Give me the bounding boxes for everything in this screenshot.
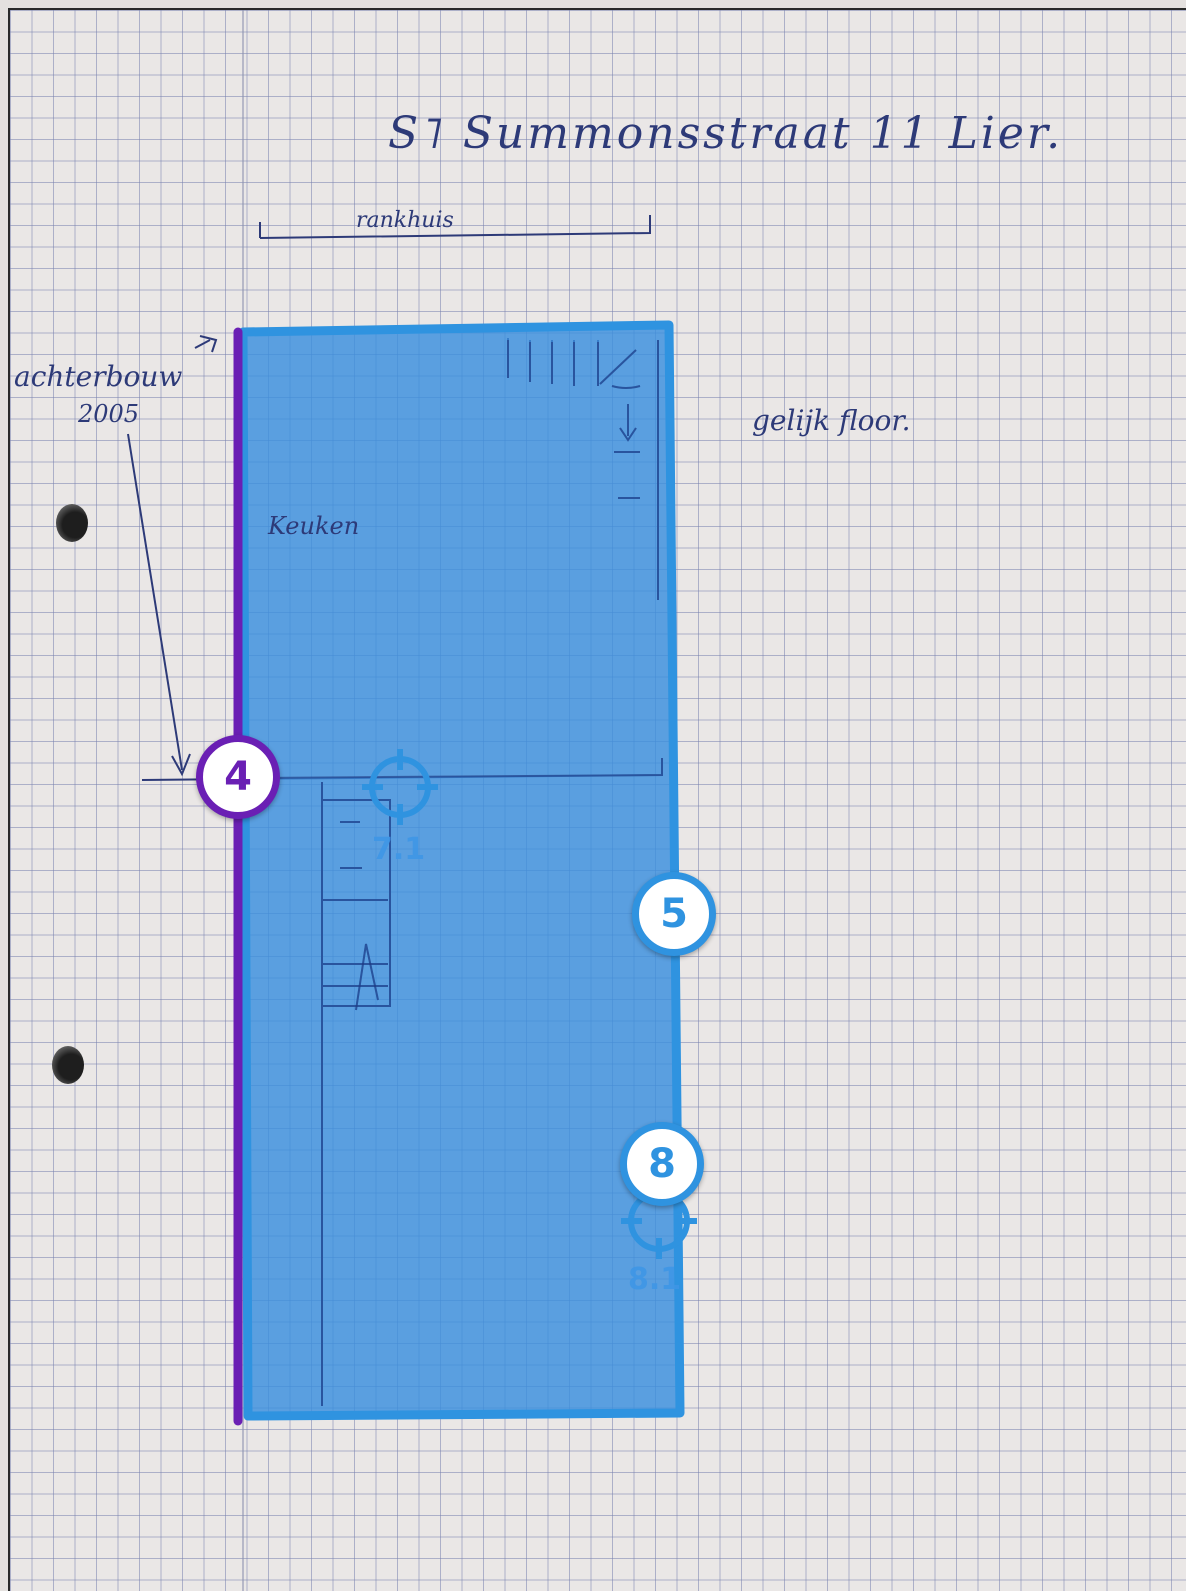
marker-badge[interactable]: 8 [620, 1122, 704, 1206]
marker-badge[interactable]: 5 [632, 872, 716, 956]
marker-badge[interactable]: 4 [196, 735, 280, 819]
annex-label: achterbouw [14, 360, 183, 393]
annex-arrow [127, 433, 183, 771]
bracket-line [259, 215, 651, 239]
ink-sketch-through [247, 340, 663, 1406]
bracket-label: rankhuis [356, 208, 454, 233]
punch-hole [56, 504, 88, 542]
address-title: S˥ Summonsstraat 11 Lier. [388, 108, 1064, 159]
point-label: 7.1 [372, 832, 426, 867]
punch-hole [52, 1046, 84, 1084]
point-label: 8.1 [628, 1262, 682, 1297]
annex-year: 2005 [78, 400, 140, 428]
room-label: Keuken [268, 512, 360, 540]
room-area[interactable] [238, 320, 685, 1421]
same-floor-note: gelijk floor. [752, 404, 911, 437]
point-target-icon[interactable] [362, 749, 438, 825]
corner-arrow [194, 335, 218, 353]
